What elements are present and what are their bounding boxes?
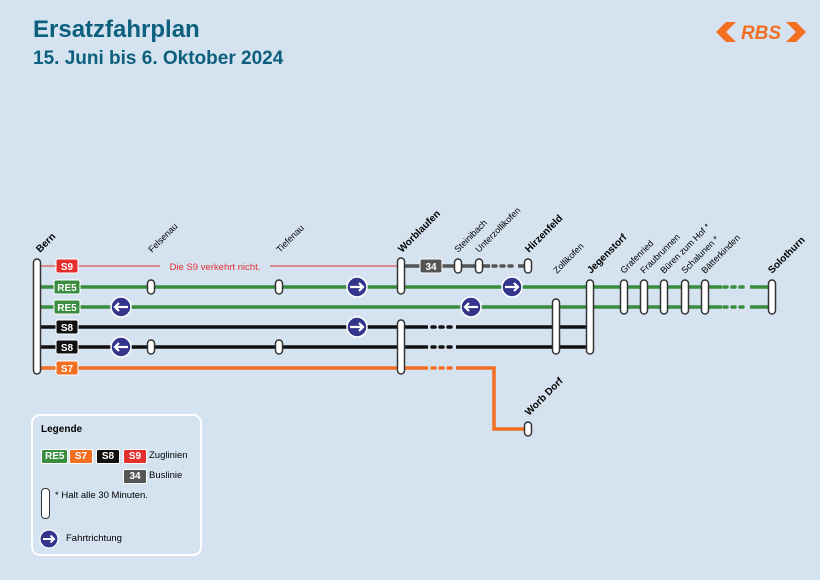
svg-text:RBS: RBS bbox=[741, 23, 781, 44]
legend-stop-marker bbox=[41, 488, 50, 519]
badge-s9: S9 bbox=[61, 262, 74, 273]
legend-badge-s9: S9 bbox=[123, 449, 147, 464]
stop-worblaufen-bottom bbox=[396, 319, 406, 375]
legend-bus-line: Buslinie bbox=[149, 470, 183, 481]
station-label: Hirzenfeld bbox=[523, 213, 565, 255]
legend-badge-s7: S7 bbox=[69, 449, 93, 464]
direction-left-icon bbox=[460, 296, 482, 318]
legend-half-hour: * Halt alle 30 Minuten. bbox=[55, 490, 148, 501]
badge-bus-34: 34 bbox=[425, 262, 437, 273]
badge-s8: S8 bbox=[61, 323, 74, 334]
direction-right-icon bbox=[346, 316, 368, 338]
page-title: Ersatzfahrplan bbox=[33, 16, 200, 43]
badge-s8: S8 bbox=[61, 343, 74, 354]
s9-note: Die S9 verkehrt nicht. bbox=[170, 262, 261, 273]
stop-jegenstorf bbox=[585, 279, 595, 355]
legend-train-lines: Zuglinien bbox=[149, 450, 188, 461]
direction-arrow-icon bbox=[39, 529, 59, 549]
station-label: Bern bbox=[34, 231, 58, 255]
badge-re5: RE5 bbox=[57, 303, 77, 314]
station-label: Solothurn bbox=[766, 235, 807, 276]
badge-re5: RE5 bbox=[57, 283, 77, 294]
legend-badge-s8: S8 bbox=[96, 449, 120, 464]
station-label: Felsenau bbox=[146, 221, 179, 254]
legend-title: Legende bbox=[41, 424, 83, 435]
direction-right-icon bbox=[501, 276, 523, 298]
stop-solothurn bbox=[767, 279, 777, 315]
direction-right-icon bbox=[346, 276, 368, 298]
stop-worb-dorf bbox=[523, 421, 533, 437]
station-label: Worblaufen bbox=[396, 209, 443, 256]
station-label: Tiefenau bbox=[274, 223, 306, 255]
legend: Legende RE5 S7 S8 S9 Zuglinien 34 Buslin… bbox=[31, 414, 202, 556]
stop-zollikofen bbox=[551, 298, 561, 355]
stop-worblaufen-top bbox=[396, 257, 406, 295]
legend-direction: Fahrtrichtung bbox=[66, 533, 122, 544]
station-label: Zollikofen bbox=[551, 241, 585, 275]
direction-left-icon bbox=[110, 296, 132, 318]
legend-badge-bus: 34 bbox=[123, 469, 147, 484]
stop-bern bbox=[32, 258, 42, 375]
legend-badge-re5: RE5 bbox=[41, 449, 68, 464]
page-subtitle: 15. Juni bis 6. Oktober 2024 bbox=[33, 48, 284, 69]
direction-left-icon bbox=[110, 336, 132, 358]
rbs-logo: RBS bbox=[716, 22, 806, 44]
station-label: Worb Dorf bbox=[523, 375, 566, 418]
badge-s7: S7 bbox=[61, 364, 74, 375]
